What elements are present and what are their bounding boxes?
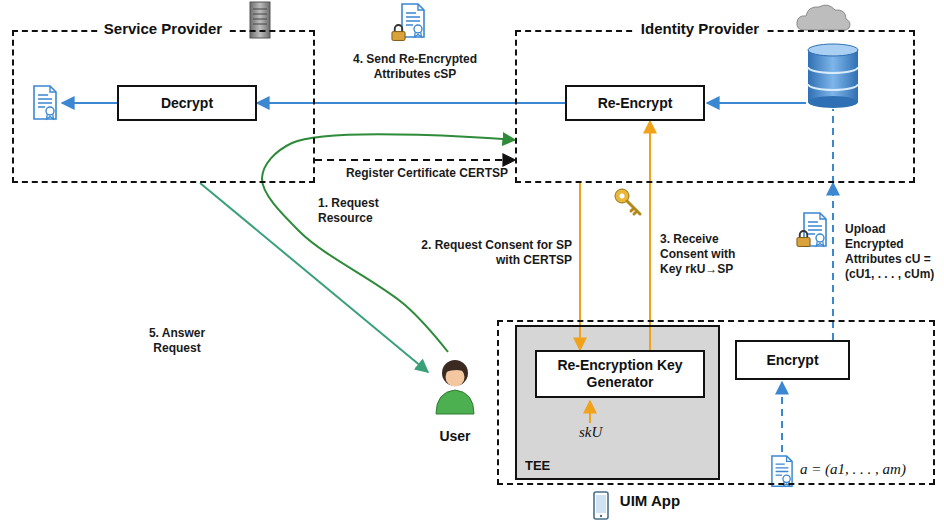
server-icon <box>250 2 270 38</box>
flow-arrow <box>257 102 565 104</box>
math-label: a = (a1, . . . , am) <box>800 461 906 478</box>
data-arrow <box>62 102 117 104</box>
box-label: Encrypt <box>760 352 824 369</box>
key-icon <box>615 189 640 214</box>
edge-label: 3. Receive Consent with Key rkU→SP <box>660 232 752 277</box>
flow-arrow <box>315 159 515 161</box>
tee-ground <box>516 326 719 479</box>
lock-icon <box>797 231 810 246</box>
edge-label: 5. Answer Request <box>132 326 222 356</box>
box-label: Decrypt <box>155 95 219 112</box>
box-label: Re-Encryption Key Generator <box>537 357 703 391</box>
process-box: Encrypt <box>735 340 850 380</box>
phone-icon <box>594 492 608 519</box>
provider-region: Service ProviderDecrypt <box>12 30 315 183</box>
certificate-icon <box>34 86 56 119</box>
edge-label: 4. Send Re-Encrypted Attributes cSP <box>340 52 490 82</box>
data-arrow <box>707 102 806 104</box>
app-region: UIM AppTEERe-Encryption Key GeneratorEnc… <box>497 320 935 485</box>
actor-label: User <box>428 428 482 444</box>
edge-label: Register Certificate CERTSP <box>330 166 508 181</box>
user-icon <box>436 360 474 414</box>
flow-arrow <box>832 183 834 340</box>
process-box: Decrypt <box>117 85 257 121</box>
database-icon <box>808 44 858 108</box>
key-arrow <box>589 401 591 423</box>
region-heading: TEE <box>525 458 550 473</box>
upload-line <box>832 109 834 183</box>
tee-region: TEE Re-Encryption Key Generator <box>515 325 720 480</box>
cloud-icon <box>797 5 850 30</box>
region-heading: UIM App <box>615 492 685 510</box>
flow-arrow <box>200 183 428 372</box>
user-actor: User <box>428 352 482 444</box>
provider-region: Identity ProviderRe-Encrypt <box>515 30 915 183</box>
math-label: skU <box>579 424 602 441</box>
box-label: Re-Encrypt <box>592 95 679 112</box>
edge-label: 1. Request Resource <box>318 196 398 226</box>
region-heading: Identity Provider <box>636 20 764 38</box>
lock-icon <box>392 25 405 40</box>
edge-label: 2. Request Consent for SP with CERTSP <box>400 238 572 268</box>
certificate-icon <box>772 456 792 486</box>
flow-arrow <box>649 121 651 350</box>
region-heading: Service Provider <box>99 20 227 38</box>
process-box: Re-Encryption Key Generator <box>535 350 705 398</box>
process-box: Re-Encrypt <box>565 85 705 121</box>
edge-label: Upload Encrypted Attributes cU = (cU1, .… <box>845 222 939 282</box>
data-arrow <box>781 382 783 452</box>
